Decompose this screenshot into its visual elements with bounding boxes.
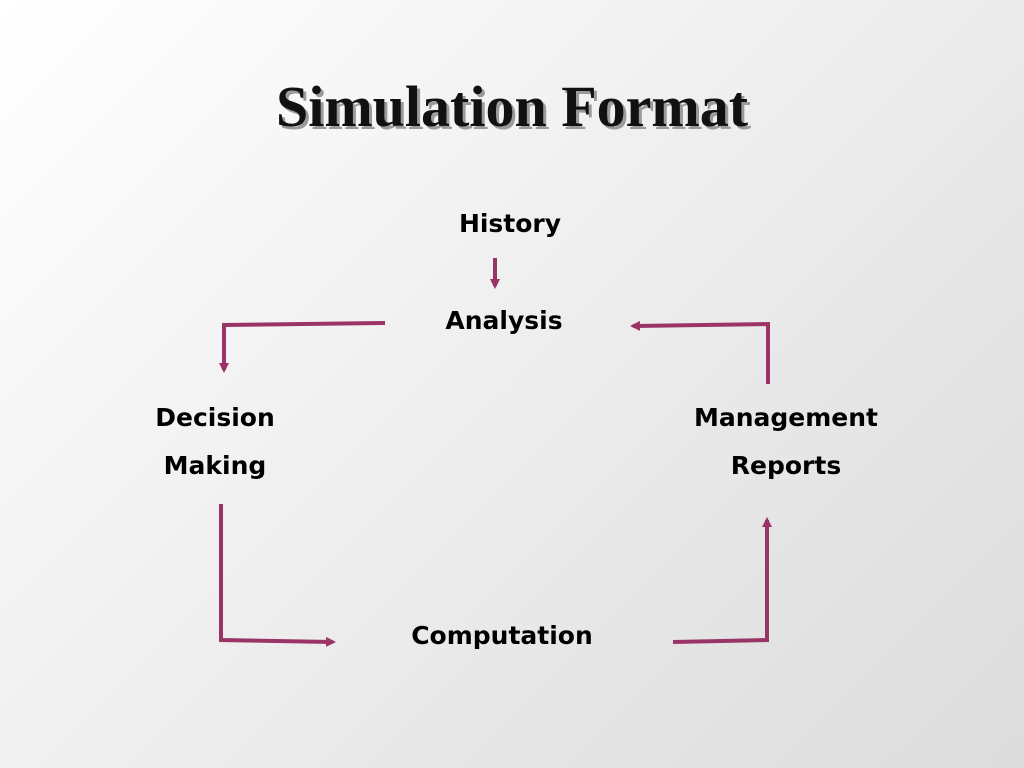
- node-decision-making-line-2: Making: [163, 451, 267, 480]
- node-decision-making: Decision Making: [130, 394, 300, 490]
- node-analysis-label: Analysis: [445, 306, 563, 335]
- node-computation: Computation: [396, 612, 608, 660]
- node-computation-label: Computation: [411, 621, 593, 650]
- node-history-label: History: [458, 209, 562, 238]
- node-history: History: [440, 200, 580, 248]
- arrow-analysis-to-decision-making: [219, 321, 386, 373]
- arrow-computation-to-management-reports: [672, 517, 772, 644]
- node-management-reports: Management Reports: [680, 394, 892, 490]
- arrow-decision-making-to-computation: [219, 504, 336, 647]
- node-management-reports-line-2: Reports: [730, 451, 842, 480]
- slide-title: Simulation Format: [275, 74, 749, 139]
- node-management-reports-line-1: Management: [693, 403, 879, 432]
- node-decision-making-line-1: Decision: [155, 403, 275, 432]
- node-analysis: Analysis: [430, 297, 578, 345]
- arrow-management-reports-to-analysis: [630, 320, 770, 384]
